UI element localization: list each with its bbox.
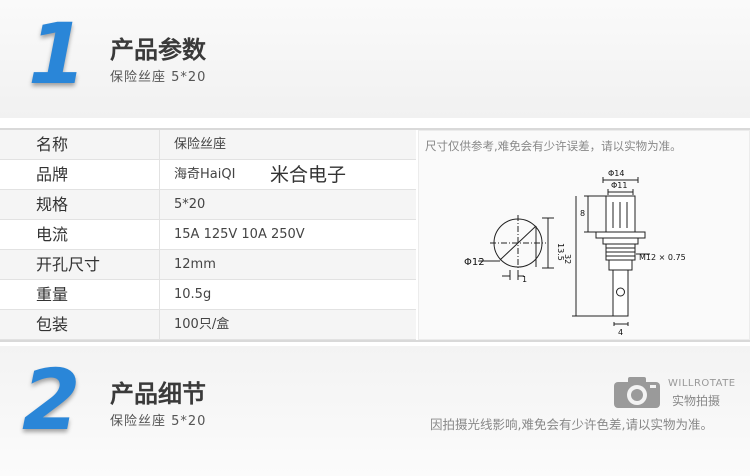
dimension-diagram-panel: Φ12 1 13.5 — [418, 130, 750, 340]
param-value: 5*20 — [174, 197, 206, 212]
section2-subtitle: 保险丝座 5*20 — [110, 414, 207, 429]
param-value: 12mm — [174, 257, 216, 272]
table-row: 规格 5*20 — [0, 190, 416, 220]
param-name: 名称 — [0, 130, 160, 159]
section2-header-band — [0, 346, 750, 476]
param-value: 10.5g — [174, 287, 212, 302]
table-row: 电流 15A 125V 10A 250V — [0, 220, 416, 250]
label-dim32: 32 — [563, 254, 572, 264]
brand-watermark-cn: 实物拍摄 — [672, 394, 721, 408]
param-value-cell: 海奇HaiQI 米合电子 — [160, 160, 416, 189]
table-row: 品牌 海奇HaiQI 米合电子 — [0, 160, 416, 190]
section1-number: 1 — [28, 5, 87, 103]
label-phi12: Φ12 — [464, 257, 485, 268]
table-top-divider — [0, 128, 750, 130]
param-value: 100只/盒 — [174, 317, 230, 332]
section1-header-band — [0, 0, 750, 118]
param-name: 品牌 — [0, 160, 160, 189]
section1-title: 产品参数 — [110, 36, 206, 64]
param-name: 规格 — [0, 190, 160, 219]
table-row: 开孔尺寸 12mm — [0, 250, 416, 280]
dimension-drawing: Φ12 1 13.5 — [464, 169, 686, 337]
param-name: 重量 — [0, 280, 160, 309]
param-value: 保险丝座 — [174, 137, 227, 152]
brand-extra-text: 米合电子 — [270, 164, 347, 186]
brand-watermark-latin: WILLROTATE — [668, 378, 736, 389]
section2-number: 2 — [22, 351, 81, 449]
section2-title: 产品细节 — [110, 380, 206, 408]
label-dim8: 8 — [580, 209, 585, 218]
label-dim1: 1 — [522, 275, 527, 284]
table-bottom-divider — [0, 340, 750, 342]
label-dim4: 4 — [618, 328, 623, 337]
label-phi11: Φ11 — [611, 181, 627, 190]
label-thread: M12 × 0.75 — [639, 253, 686, 262]
label-dim13-5: 13.5 — [556, 243, 565, 261]
param-value: 15A 125V 10A 250V — [174, 227, 305, 242]
param-name: 包装 — [0, 310, 160, 339]
section1-subtitle: 保险丝座 5*20 — [110, 70, 207, 85]
table-row: 名称 保险丝座 — [0, 130, 416, 160]
param-value: 海奇HaiQI — [174, 167, 236, 182]
params-table: 名称 保险丝座 品牌 海奇HaiQI 米合电子 规格 5*20 电流 15A 1… — [0, 130, 416, 340]
param-name: 开孔尺寸 — [0, 250, 160, 279]
table-row: 包装 100只/盒 — [0, 310, 416, 340]
label-phi14: Φ14 — [608, 169, 624, 178]
param-name: 电流 — [0, 220, 160, 249]
table-row: 重量 10.5g — [0, 280, 416, 310]
camera-icon — [612, 374, 662, 414]
photo-note: 因拍摄光线影响,难免会有少许色差,请以实物为准。 — [430, 417, 713, 432]
diagram-note: 尺寸仅供参考,难免会有少许误差，请以实物为准。 — [425, 139, 682, 153]
